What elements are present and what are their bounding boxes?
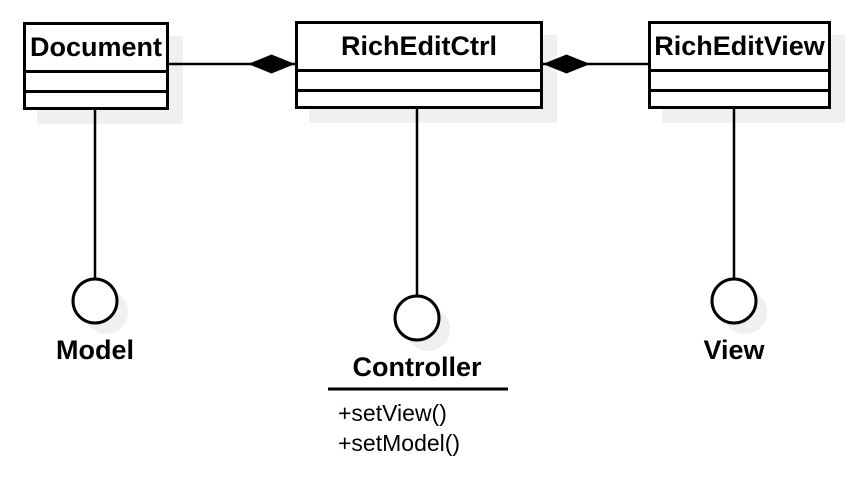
model-interface-circle-icon bbox=[71, 277, 119, 325]
richeditctrl-attributes-compartment bbox=[298, 69, 540, 89]
composition-diamond-icon bbox=[248, 54, 295, 74]
class-box-document: Document bbox=[23, 22, 169, 110]
view-interface-circle-icon bbox=[710, 277, 758, 325]
class-title-richeditview: RichEditView bbox=[654, 31, 825, 61]
controller-method-setview: +setView() bbox=[338, 400, 447, 426]
class-title-richeditctrl: RichEditCtrl bbox=[340, 31, 497, 61]
model-interface-label: Model bbox=[56, 335, 134, 365]
class-title-document: Document bbox=[29, 32, 162, 62]
view-interface-label: View bbox=[703, 335, 765, 365]
composition-diamond-icon bbox=[543, 54, 590, 74]
class-box-richeditctrl: RichEditCtrl bbox=[295, 21, 543, 109]
richeditview-attributes-compartment bbox=[651, 69, 828, 89]
controller-interface-circle-icon bbox=[393, 294, 441, 342]
richeditview-operations-compartment bbox=[651, 89, 828, 106]
document-operations-compartment bbox=[26, 90, 166, 107]
richeditctrl-operations-compartment bbox=[298, 89, 540, 106]
document-attributes-compartment bbox=[26, 70, 166, 90]
controller-interface-label: Controller bbox=[352, 352, 482, 382]
controller-method-setmodel: +setModel() bbox=[338, 430, 461, 456]
class-box-richeditview: RichEditView bbox=[648, 21, 831, 109]
